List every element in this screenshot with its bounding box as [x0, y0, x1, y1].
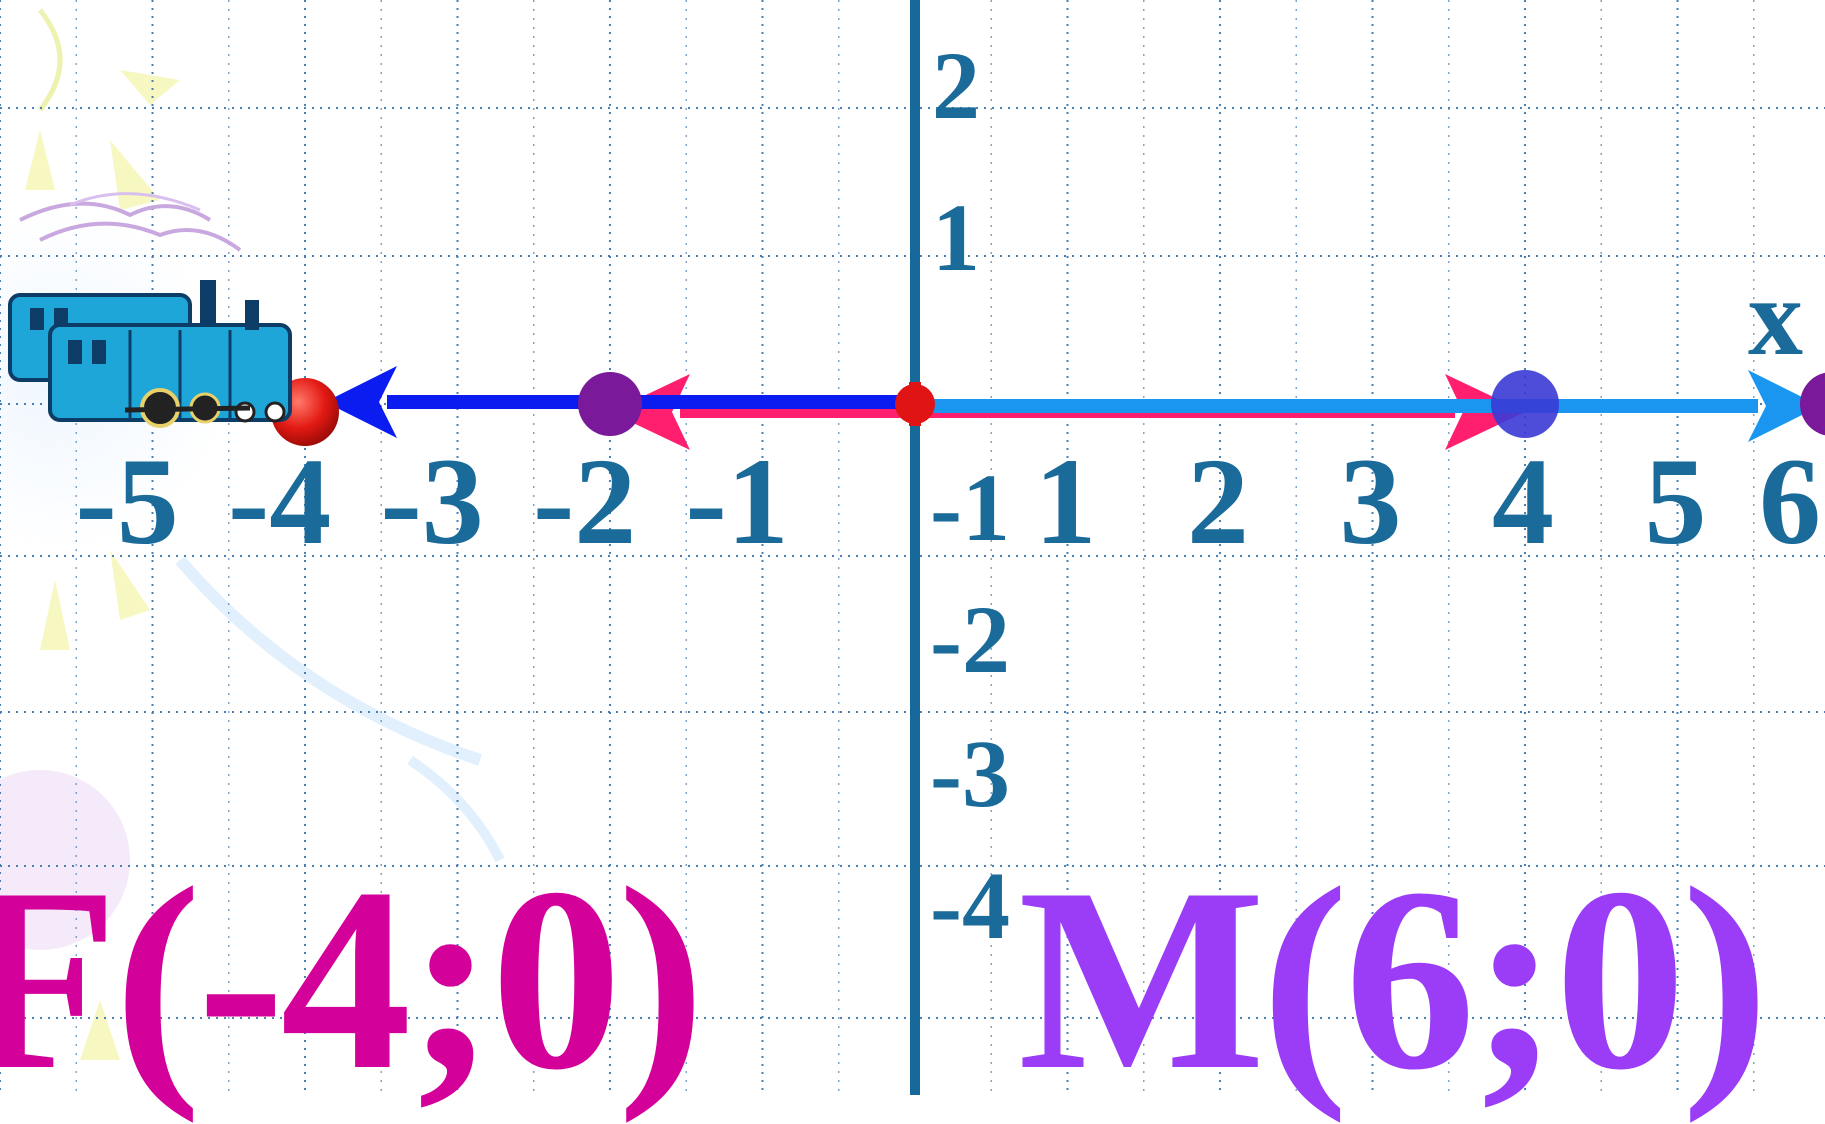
- x-tick-label: -3: [380, 433, 484, 570]
- vector-arrowhead: [325, 366, 397, 438]
- y-tick-label: -3: [930, 720, 1010, 827]
- x-tick-label: 4: [1492, 433, 1554, 570]
- plane-svg: [0, 0, 1825, 1095]
- x-tick-label: -2: [533, 433, 637, 570]
- point-f-label: F(-4;0): [0, 834, 705, 1124]
- y-tick-label: -1: [930, 454, 1010, 561]
- origin-marker: [909, 382, 921, 426]
- point-marker: [578, 372, 642, 436]
- y-tick-label: 1: [932, 184, 980, 291]
- x-tick-label: 1: [1034, 433, 1097, 570]
- x-tick-label: 5: [1644, 433, 1707, 570]
- locomotive-icon: [8, 192, 292, 428]
- x-tick-label: -1: [685, 433, 789, 570]
- x-tick-label: -5: [75, 433, 179, 570]
- point-marker: [1800, 372, 1825, 436]
- vectors: [325, 366, 1820, 450]
- x-tick-label: 3: [1339, 433, 1402, 570]
- x-tick-label: 2: [1187, 433, 1249, 570]
- vector-arrowhead: [610, 374, 690, 450]
- y-tick-label: -2: [930, 586, 1010, 693]
- x-axis-name: x: [1748, 256, 1803, 378]
- point-m-label: M(6;0): [1018, 834, 1769, 1124]
- x-tick-label: 6: [1759, 433, 1821, 570]
- vector-arrowhead: [1748, 370, 1820, 442]
- point-marker: [1491, 370, 1559, 438]
- y-tick-label: 2: [932, 32, 980, 139]
- x-tick-label: -4: [228, 433, 332, 570]
- y-tick-label: -4: [930, 852, 1010, 959]
